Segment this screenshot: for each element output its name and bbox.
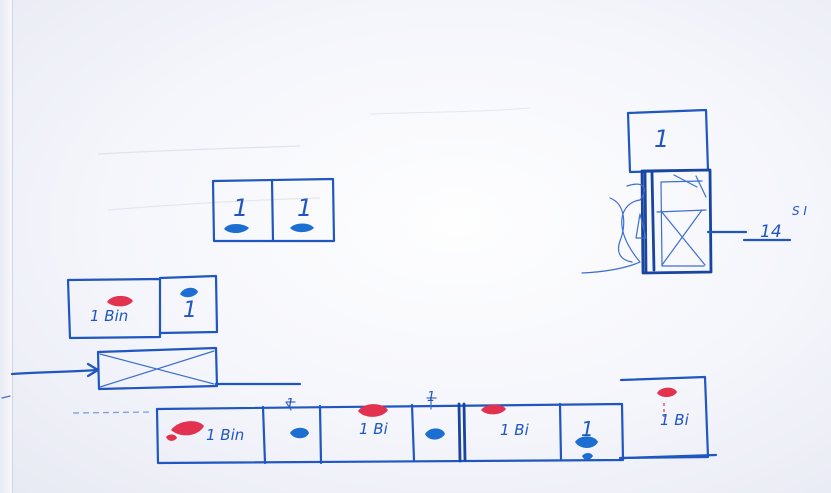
bottom-cell-4-top-label: 1 (427, 391, 435, 404)
bottom-cell-3-label: 1 Bi (359, 422, 388, 437)
left-room-label: 1 Bin (90, 309, 128, 324)
tower-corner-label: S I (792, 205, 807, 217)
bottom-cell-2-top-label: 1 (286, 398, 294, 411)
bottom-cell-5-label: 1 Bi (500, 423, 529, 438)
tower-side-label: 14 (760, 224, 782, 241)
tower-top-label: 1 (654, 127, 669, 151)
tower-sketch (582, 110, 790, 273)
top-room-pair (213, 179, 334, 241)
entry-block (2, 348, 300, 398)
bottom-cell-7-label: 1 Bi (660, 413, 689, 428)
bottom-cell-6-label: 1 (581, 419, 594, 439)
left-room-side-label: 1 (183, 300, 197, 322)
bottom-cell-1-label: 1 Bin (206, 428, 244, 443)
bottom-row (157, 377, 716, 463)
faint-marks (73, 108, 530, 413)
top-room-left-label: 1 (233, 196, 248, 220)
top-room-right-label: 1 (297, 196, 312, 220)
